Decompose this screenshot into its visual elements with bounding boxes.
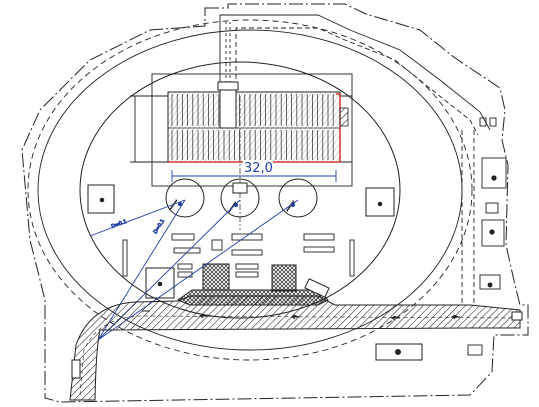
storage-tanks: ~~~ ~~~ ~~~ — [165, 178, 318, 218]
dimension-line: 32,0 — [171, 160, 337, 182]
main-access-road — [69, 295, 521, 401]
tank-right — [278, 178, 318, 218]
fence-posts — [122, 239, 355, 277]
tank-left — [165, 178, 205, 218]
north-access-corridor — [219, 14, 491, 136]
svg-text:~~~: ~~~ — [168, 198, 180, 212]
svg-text:~~~: ~~~ — [285, 199, 297, 213]
site-boundary — [21, 3, 529, 403]
small-units — [171, 233, 335, 278]
main-structure — [167, 81, 349, 163]
dimension-label: 32,0 — [244, 161, 273, 176]
bottom-parking-unit — [375, 311, 523, 361]
east-utility-strip — [461, 117, 507, 356]
svg-text:D=0.1: D=0.1 — [111, 219, 128, 230]
svg-text:D=0.1: D=0.1 — [153, 218, 167, 235]
tank-center — [220, 178, 260, 218]
equipment-pads — [87, 184, 395, 299]
